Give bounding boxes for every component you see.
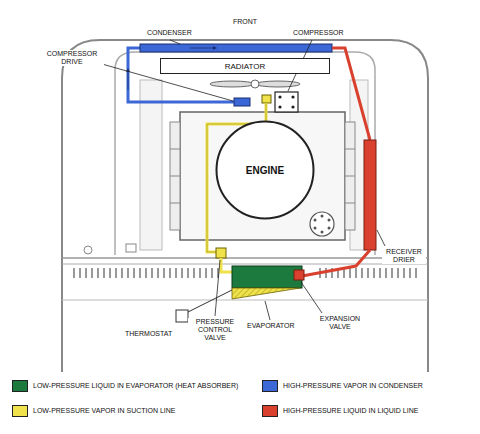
flow-arrow — [190, 48, 215, 49]
car-body — [62, 40, 428, 372]
legend-text: HIGH-PRESSURE VAPOR IN CONDENSER — [283, 382, 423, 390]
legend-swatch — [262, 405, 278, 417]
firewall — [62, 257, 428, 259]
part-label: COMPRESSOR DRIVE — [40, 50, 104, 66]
part-label: RECEIVER DRIER — [382, 248, 426, 264]
engine-circle: ENGINE — [215, 120, 315, 220]
legend-text: LOW-PRESSURE LIQUID IN EVAPORATOR (HEAT … — [33, 382, 238, 390]
part-label: PRESSURE CONTROL VALVE — [188, 318, 242, 342]
evaporator-hatch — [232, 288, 300, 299]
part-label: CONDENSER — [146, 29, 193, 37]
manifold — [170, 122, 180, 230]
suction-line — [221, 258, 232, 272]
compressor-drive — [234, 98, 250, 106]
legend-entry: LOW-PRESSURE LIQUID IN EVAPORATOR (HEAT … — [12, 380, 242, 392]
suction-port — [262, 95, 271, 103]
cowl-vent — [70, 268, 220, 278]
legend-text: LOW-PRESSURE VAPOR IN SUCTION LINE — [33, 407, 176, 415]
pressure-control-valve — [216, 248, 226, 258]
legend-text: HIGH-PRESSURE LIQUID IN LIQUID LINE — [283, 407, 418, 415]
legend-swatch — [12, 380, 28, 392]
discharge-line — [128, 48, 234, 102]
dash-line — [62, 300, 428, 301]
evaporator — [232, 266, 302, 288]
fuse-box — [126, 244, 136, 252]
part-label: EVAPORATOR — [246, 322, 295, 330]
compressor — [275, 92, 298, 112]
distributor — [310, 212, 334, 236]
evaporator-core — [232, 288, 300, 299]
engine-bay — [115, 52, 375, 255]
radiator-box: RADIATOR — [160, 58, 330, 74]
engine-block — [180, 112, 345, 240]
expansion-valve — [294, 270, 304, 280]
flow-arrow — [128, 70, 129, 90]
legend-swatch — [12, 405, 28, 417]
thermostat-capillary — [188, 290, 232, 312]
firewall — [62, 264, 428, 265]
condenser — [140, 44, 332, 52]
engine-circle-outline — [217, 122, 314, 219]
radiator-fan — [210, 80, 300, 88]
part-label: FRONT — [232, 18, 258, 26]
part-label: EXPANSION VALVE — [312, 315, 368, 331]
liquid-line — [332, 48, 370, 140]
manifold — [345, 122, 355, 230]
thermostat — [176, 310, 188, 322]
part-label: THERMOSTAT — [124, 330, 173, 338]
part-label: COMPRESSOR — [292, 29, 345, 37]
brake-reservoir — [84, 246, 92, 254]
frame-rail — [140, 80, 162, 250]
legend-entry: HIGH-PRESSURE LIQUID IN LIQUID LINE — [262, 405, 462, 417]
legend-swatch — [262, 380, 278, 392]
distributor-posts — [314, 215, 331, 234]
receiver-drier — [364, 140, 376, 250]
liquid-line — [302, 250, 370, 276]
leader-lines — [102, 40, 385, 320]
legend-entry: HIGH-PRESSURE VAPOR IN CONDENSER — [262, 380, 462, 392]
part-name: ENGINE — [246, 165, 284, 176]
part-name: RADIATOR — [225, 62, 266, 71]
legend-entry: LOW-PRESSURE VAPOR IN SUCTION LINE — [12, 405, 242, 417]
